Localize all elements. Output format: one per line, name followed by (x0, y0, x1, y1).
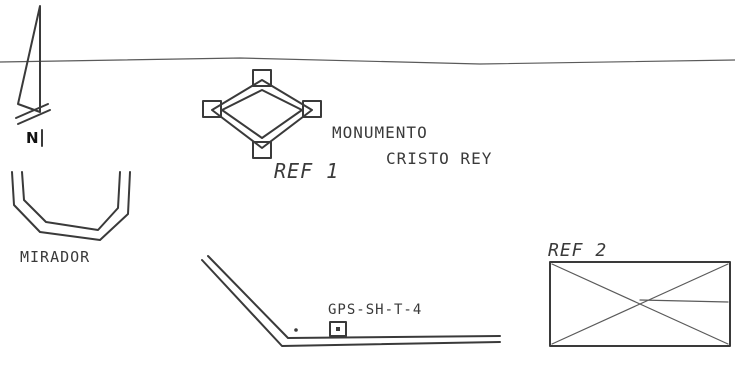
monument-square-left (202, 100, 222, 118)
gps-marker (329, 321, 347, 337)
ref1-label: REF 1 (274, 159, 339, 183)
north-arrow-shape (17, 5, 41, 113)
north-arrow: N (15, 5, 51, 147)
monument-square-right (302, 100, 322, 118)
mirador-outer-line (11, 171, 131, 241)
north-label: N (26, 129, 39, 147)
scan-edge (0, 57, 735, 65)
monument-symbol (202, 69, 322, 159)
path-dot (294, 328, 298, 332)
north-arrow-tick-2 (17, 109, 51, 125)
gps-marker-center (336, 327, 340, 331)
ref2-label: REF 2 (548, 240, 607, 261)
monument-outer-diamond (211, 79, 313, 149)
monument-square-bottom (252, 141, 272, 159)
monument-label-line2: CRISTO REY (386, 149, 492, 168)
mirador-inner-line (21, 171, 121, 231)
gps-marker-square (329, 321, 347, 337)
ref2-rectangle (549, 261, 731, 347)
north-arrow-tick-1 (15, 103, 49, 119)
ref2-diagonal-2 (551, 263, 729, 345)
path-symbol (201, 255, 501, 347)
ref2-symbol (549, 261, 731, 347)
path-inner-line (207, 255, 501, 339)
path-outer-line (201, 259, 501, 347)
mirador-symbol (11, 171, 131, 241)
mirador-label: MIRADOR (20, 248, 90, 266)
monument-square-top (252, 69, 272, 87)
monument-inner-diamond (221, 89, 303, 139)
ref2-faint-line (639, 299, 729, 303)
monument-label-line1: MONUMENTO (332, 123, 428, 142)
gps-label: GPS-SH-T-4 (328, 302, 422, 318)
